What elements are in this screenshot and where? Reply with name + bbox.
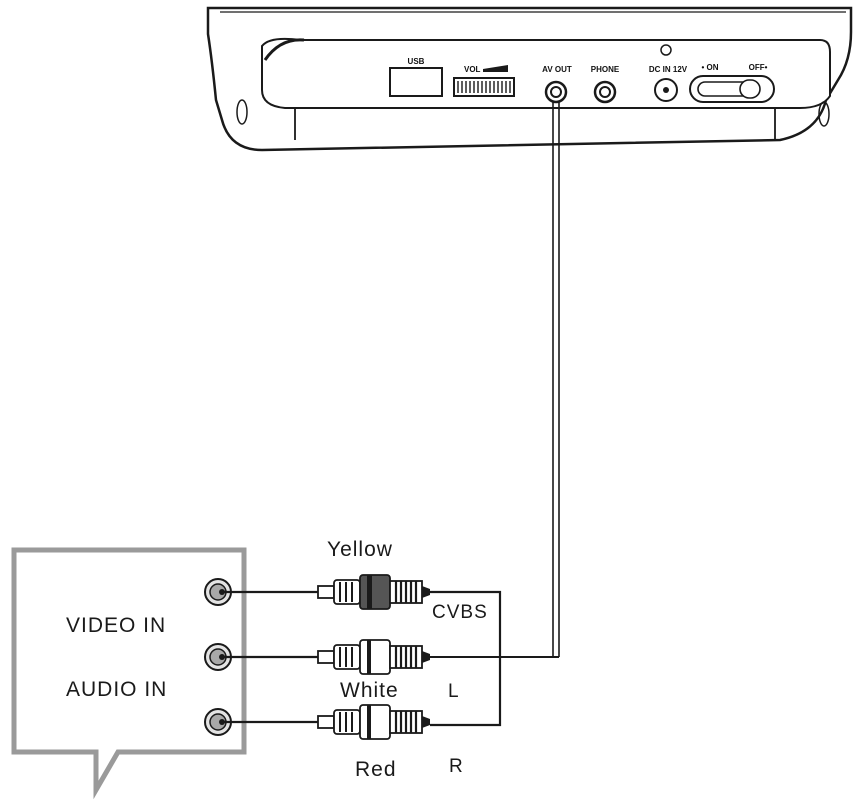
video-in-label: VIDEO IN: [66, 614, 166, 637]
vol-label: VOL: [464, 65, 481, 74]
red-label: Red: [355, 758, 397, 781]
audio-in-label: AUDIO IN: [66, 678, 167, 701]
cvbs-label: CVBS: [432, 602, 488, 623]
usb-label: USB: [408, 57, 425, 66]
vol-wedge-icon: [483, 65, 508, 72]
yellow-rca-plug: [317, 574, 430, 610]
power-switch-knob: [739, 79, 761, 99]
plug-bracket: [430, 590, 502, 727]
indicator-led-icon: [660, 44, 672, 56]
usb-port: [389, 67, 443, 97]
volume-wheel-ridges: [457, 81, 511, 93]
volume-wheel: [453, 77, 515, 97]
red-rca-plug: [317, 704, 430, 740]
left-hole-icon: [236, 99, 248, 125]
on-label: • ON: [701, 63, 718, 72]
white-rca-plug: [317, 639, 430, 675]
right-hole-icon: [818, 101, 830, 127]
yellow-label: Yellow: [327, 538, 393, 561]
portable-player: USB VOL AV OUT PHONE DC IN 12V • ON OFF•: [206, 6, 853, 152]
white-label: White: [340, 679, 399, 702]
r-label: R: [449, 756, 464, 777]
tv-video-jack: [204, 578, 232, 606]
off-label: OFF•: [749, 63, 768, 72]
tv-input-panel: [11, 547, 247, 800]
dc-in-label: DC IN 12V: [649, 65, 688, 74]
tv-audio-right-jack: [204, 708, 232, 736]
phone-label: PHONE: [591, 65, 620, 74]
l-label: L: [448, 681, 460, 702]
av-out-label: AV OUT: [542, 65, 572, 74]
av-cable: [430, 102, 560, 658]
